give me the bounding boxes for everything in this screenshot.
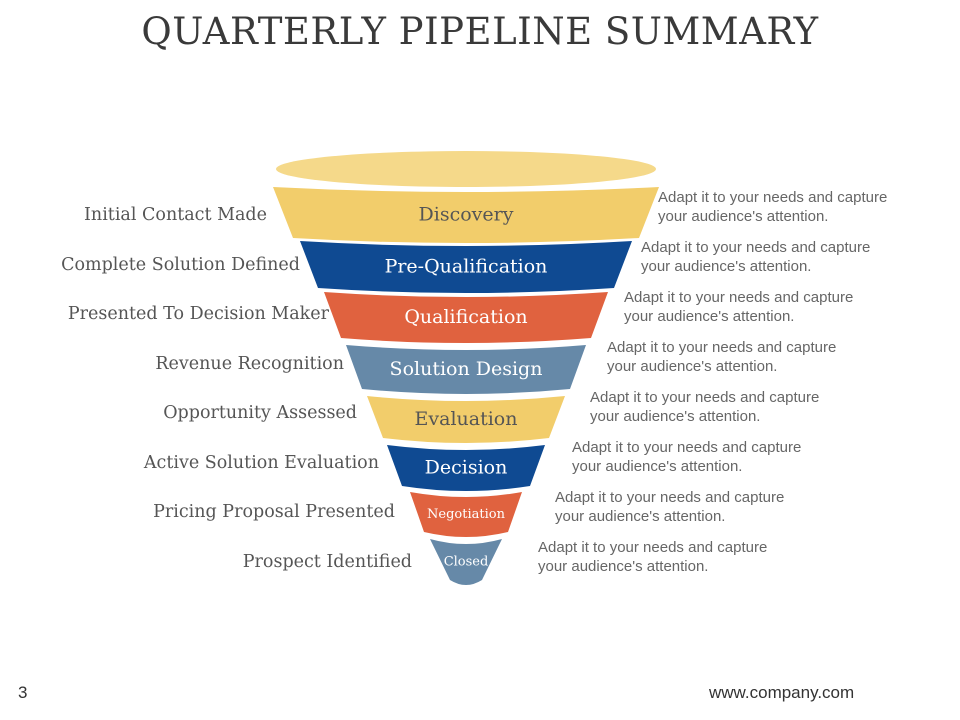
funnel-stage-label: Qualification xyxy=(404,306,527,328)
footer-url: www.company.com xyxy=(709,683,855,702)
slide-title: QUARTERLY PIPELINE SUMMARY xyxy=(141,10,819,53)
funnel-stage-label: Closed xyxy=(444,555,489,570)
funnel-stage-label: Negotiation xyxy=(427,507,506,522)
funnel-stage-7 xyxy=(430,539,502,585)
page-number: 3 xyxy=(18,683,28,702)
funnel-stage-5 xyxy=(387,445,545,491)
funnel-stage-label: Decision xyxy=(425,457,508,479)
stage-left-label: Prospect Identified xyxy=(242,552,412,572)
funnel-stage-label: Solution Design xyxy=(390,358,543,380)
funnel-stage-0 xyxy=(273,187,659,243)
funnel-stage-2 xyxy=(324,292,608,343)
funnel-stage-label: Pre-Qualification xyxy=(385,256,548,278)
funnel-stage-1 xyxy=(300,241,632,293)
funnel-stage-6 xyxy=(410,492,522,537)
funnel-stage-3 xyxy=(346,345,586,394)
stage-left-label: Presented To Decision Maker xyxy=(67,304,329,324)
funnel-top-rim xyxy=(276,151,656,187)
stage-left-label: Revenue Recognition xyxy=(155,354,344,374)
stage-left-label: Complete Solution Defined xyxy=(61,255,300,275)
funnel-stage-4 xyxy=(367,396,565,443)
funnel-stage-label: Evaluation xyxy=(415,408,518,430)
stage-left-label: Opportunity Assessed xyxy=(163,403,357,423)
funnel-stage-label: Discovery xyxy=(419,204,514,226)
stage-left-label: Pricing Proposal Presented xyxy=(153,502,395,522)
stage-left-label: Initial Contact Made xyxy=(84,205,267,225)
stage-left-label: Active Solution Evaluation xyxy=(143,453,379,473)
